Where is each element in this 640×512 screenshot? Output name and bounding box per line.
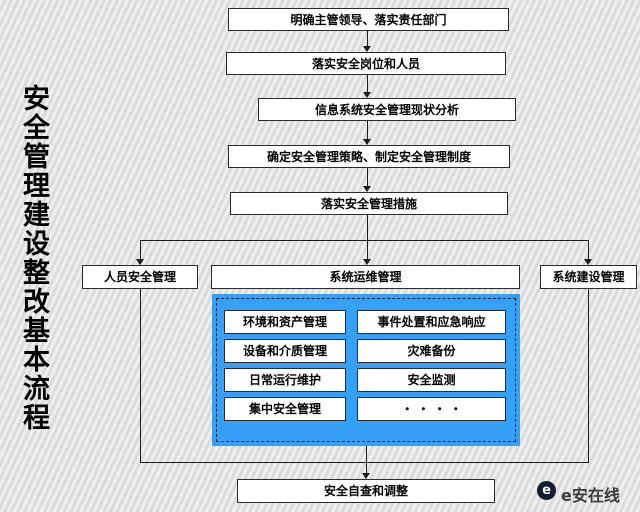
ops-item-daily-maintenance: 日常运行维护 bbox=[224, 368, 346, 392]
flow-step-1: 明确主管领导、落实责任部门 bbox=[228, 8, 509, 31]
ops-item-device-media: 设备和介质管理 bbox=[224, 339, 346, 363]
branch-personnel-security: 人员安全管理 bbox=[82, 265, 198, 289]
ops-item-central-security: 集中安全管理 bbox=[224, 397, 346, 421]
arrow-down-icon bbox=[136, 259, 144, 265]
ops-item-more-dots: ・ ・ ・ ・ bbox=[357, 397, 506, 421]
arrow-down-icon bbox=[362, 473, 370, 479]
ops-item-disaster-backup: 灾难备份 bbox=[357, 339, 506, 363]
flow-step-3: 信息系统安全管理现状分析 bbox=[258, 98, 516, 121]
arrow-down-icon bbox=[584, 259, 592, 265]
arrow-down-icon bbox=[363, 186, 371, 192]
connector-line bbox=[140, 240, 589, 241]
arrow-down-icon bbox=[363, 259, 371, 265]
watermark-text: e安在线 bbox=[561, 486, 620, 505]
connector-line bbox=[366, 446, 367, 463]
connector-line bbox=[367, 215, 368, 240]
connector-line bbox=[367, 121, 368, 139]
branch-system-construction: 系统建设管理 bbox=[540, 265, 637, 289]
ops-detail-dashed-border bbox=[216, 298, 516, 442]
ops-item-incident-response: 事件处置和应急响应 bbox=[357, 310, 506, 334]
connector-line bbox=[140, 462, 589, 463]
connector-line bbox=[140, 240, 141, 259]
connector-line bbox=[367, 240, 368, 259]
flow-step-5: 落实安全管理措施 bbox=[230, 192, 508, 215]
watermark-logo-icon: e bbox=[537, 481, 556, 500]
branch-system-ops: 系统运维管理 bbox=[211, 265, 520, 289]
ops-item-env-asset: 环境和资产管理 bbox=[224, 310, 346, 334]
arrow-down-icon bbox=[363, 92, 371, 98]
flow-final-review: 安全自查和调整 bbox=[237, 479, 495, 503]
connector-line bbox=[367, 168, 368, 186]
connector-line bbox=[367, 75, 368, 92]
arrow-down-icon bbox=[363, 46, 371, 52]
page-title: 安全管理建设整改基本流程 bbox=[18, 84, 49, 432]
connector-line bbox=[366, 462, 367, 473]
flow-step-2: 落实安全岗位和人员 bbox=[226, 52, 506, 75]
arrow-down-icon bbox=[363, 139, 371, 145]
connector-line bbox=[588, 289, 589, 463]
connector-line bbox=[588, 240, 589, 259]
ops-item-security-monitoring: 安全监测 bbox=[357, 368, 506, 392]
connector-line bbox=[140, 289, 141, 463]
connector-line bbox=[367, 31, 368, 46]
flow-step-4: 确定安全管理策略、制定安全管理制度 bbox=[228, 145, 510, 168]
